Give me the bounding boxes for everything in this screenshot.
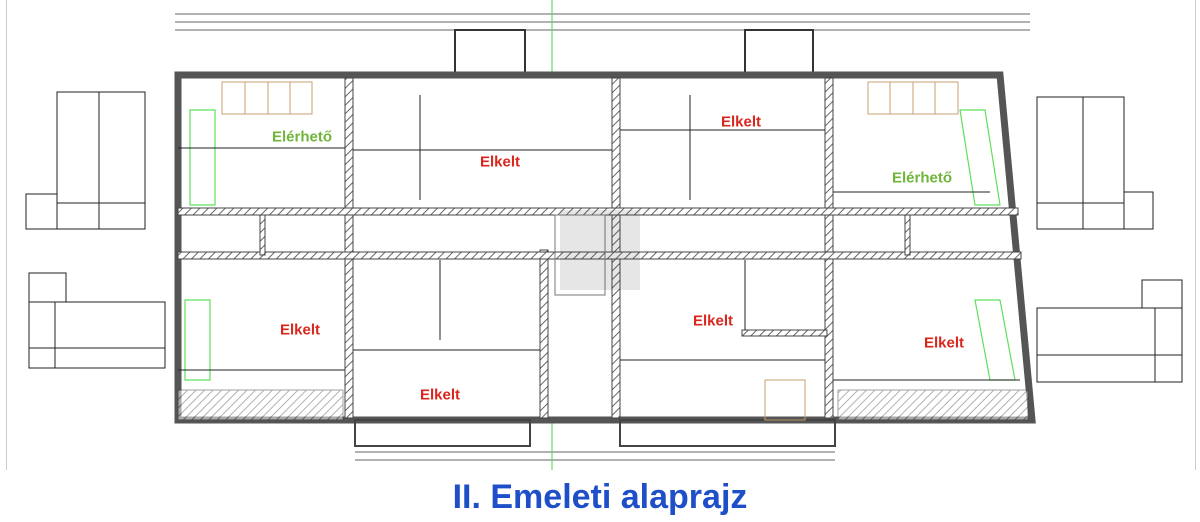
balcony <box>744 29 814 76</box>
storage-units <box>25 91 1183 383</box>
balcony <box>177 389 344 421</box>
balcony <box>354 419 531 447</box>
apartment-status-sold: Elkelt <box>720 113 762 131</box>
apartment-status-available: Elérhető <box>271 128 333 146</box>
apartment-status-sold: Elkelt <box>419 386 461 404</box>
drawing-sheet <box>6 0 1196 470</box>
apartment-status-sold: Elkelt <box>279 321 321 339</box>
balcony <box>454 29 526 76</box>
apartment-status-available: Elérhető <box>891 169 953 187</box>
dimension-lines <box>175 13 1030 461</box>
balcony <box>837 389 1029 421</box>
floor-plan-drawing <box>25 0 1183 470</box>
windows <box>221 81 959 421</box>
balcony <box>619 419 836 447</box>
apartment-status-sold: Elkelt <box>923 334 965 352</box>
watermark-logo <box>560 210 640 290</box>
apartment-status-sold: Elkelt <box>692 312 734 330</box>
apartment-status-sold: Elkelt <box>479 153 521 171</box>
floor-plan-title: II. Emeleti alaprajz <box>452 478 748 516</box>
room-lines <box>178 95 1020 381</box>
